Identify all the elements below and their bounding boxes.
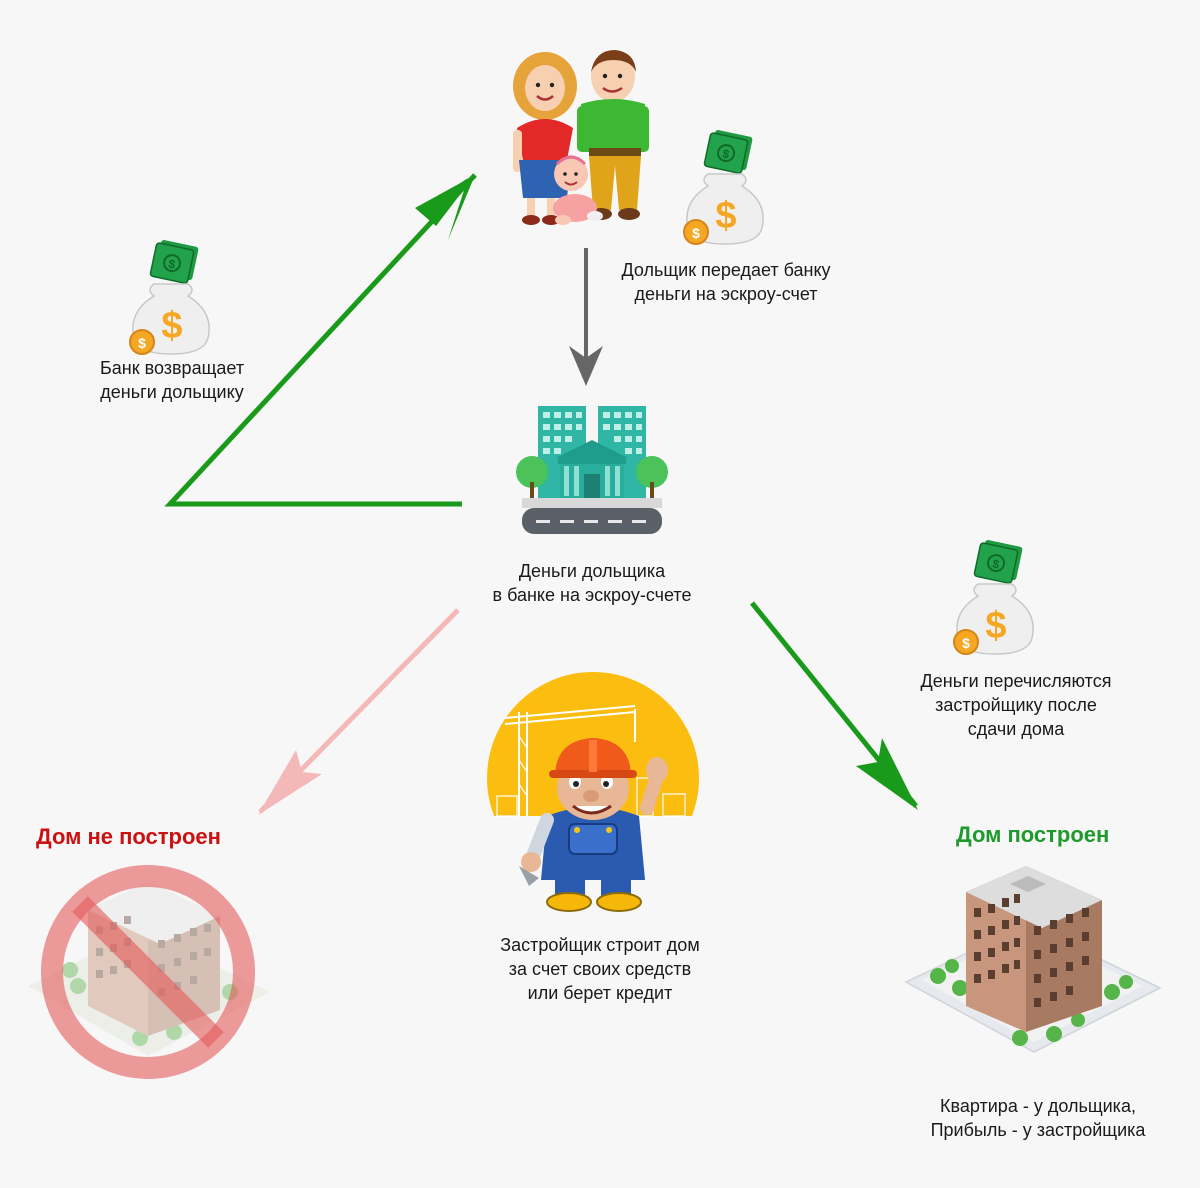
prohibited-building-icon (28, 865, 270, 1079)
money-bag-icon: $ $ $ (953, 540, 1034, 655)
label-transfer-to-developer: Деньги перечисляются застройщику после с… (920, 671, 1112, 739)
heading-not-built: Дом не построен (36, 824, 221, 849)
arrow-family-to-bank (569, 248, 603, 386)
svg-text:$: $ (715, 195, 736, 237)
apartment-building-icon (904, 866, 1162, 1053)
svg-text:$: $ (161, 305, 182, 347)
arrow-bank-to-built (750, 601, 918, 810)
label-escrow-in-bank: Деньги дольщика в банке на эскроу-счете (492, 561, 692, 605)
heading-built: Дом построен (956, 822, 1110, 847)
svg-text:$: $ (991, 557, 1001, 572)
family-icon (513, 50, 649, 225)
builder-icon (487, 672, 699, 912)
svg-text:$: $ (167, 257, 177, 272)
bank-building-icon (516, 406, 668, 534)
label-outcome-success: Квартира - у дольщика, Прибыль - у застр… (930, 1096, 1146, 1140)
svg-text:$: $ (692, 225, 700, 241)
label-developer-builds: Застройщик строит дом за счет своих сред… (500, 935, 700, 1003)
svg-text:$: $ (962, 635, 970, 651)
arrow-bank-to-not-built (258, 608, 460, 815)
svg-text:$: $ (985, 605, 1006, 647)
money-bag-icon: $ $ $ (129, 240, 210, 355)
svg-text:$: $ (721, 147, 731, 162)
svg-text:$: $ (138, 335, 146, 351)
arrow-bank-returns-to-family (164, 173, 477, 507)
label-investor-transfers: Дольщик передает банку деньги на эскроу-… (621, 260, 831, 304)
money-bag-icon: $ $ $ (683, 130, 764, 245)
label-bank-returns: Банк возвращает деньги дольщику (99, 358, 245, 402)
